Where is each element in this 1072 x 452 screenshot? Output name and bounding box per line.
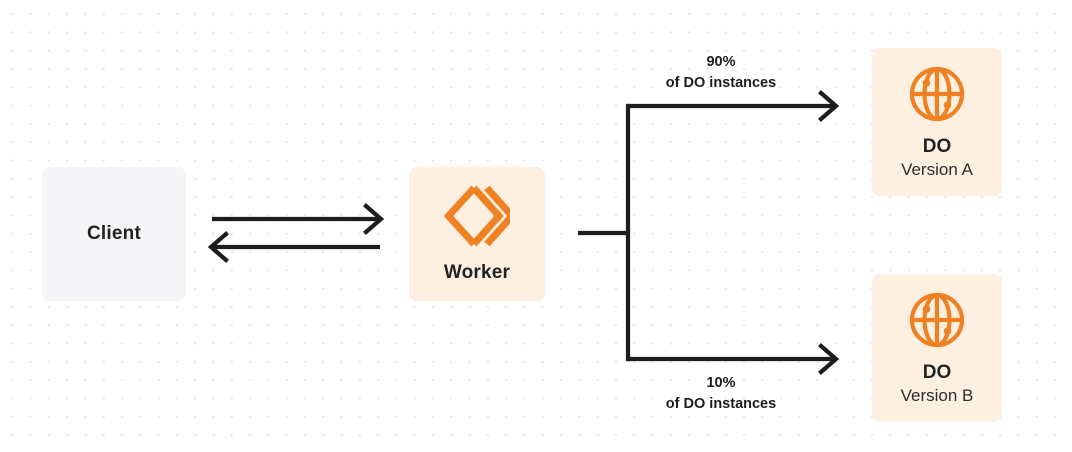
client-node-label: Client — [87, 222, 141, 244]
worker-to-do-b-arrow — [626, 343, 840, 375]
split-top-label: 90% of DO instances — [628, 52, 814, 94]
globe-icon — [908, 65, 966, 123]
split-bottom-percent: 10% — [706, 375, 736, 391]
split-bottom-detail: of DO instances — [665, 396, 777, 413]
client-to-worker-arrow — [212, 203, 385, 235]
cloudflare-workers-icon — [443, 185, 517, 247]
client-node[interactable]: Client — [42, 167, 186, 301]
worker-to-do-a-arrow — [626, 90, 840, 122]
split-top-percent: 90% — [706, 54, 736, 70]
durable-object-a-version: Version A — [901, 159, 973, 179]
split-top-detail: of DO instances — [665, 75, 777, 92]
durable-object-b-title: DO — [922, 361, 952, 383]
durable-object-b-node[interactable]: DO Version B — [872, 274, 1002, 422]
durable-object-a-node[interactable]: DO Version A — [872, 48, 1002, 196]
worker-to-client-arrow — [207, 231, 380, 263]
worker-node[interactable]: Worker — [409, 167, 545, 301]
split-bottom-label: 10% of DO instances — [628, 373, 814, 415]
worker-node-label: Worker — [443, 261, 511, 283]
durable-object-b-version: Version B — [900, 385, 974, 405]
durable-object-a-title: DO — [922, 135, 952, 157]
globe-icon — [908, 291, 966, 349]
